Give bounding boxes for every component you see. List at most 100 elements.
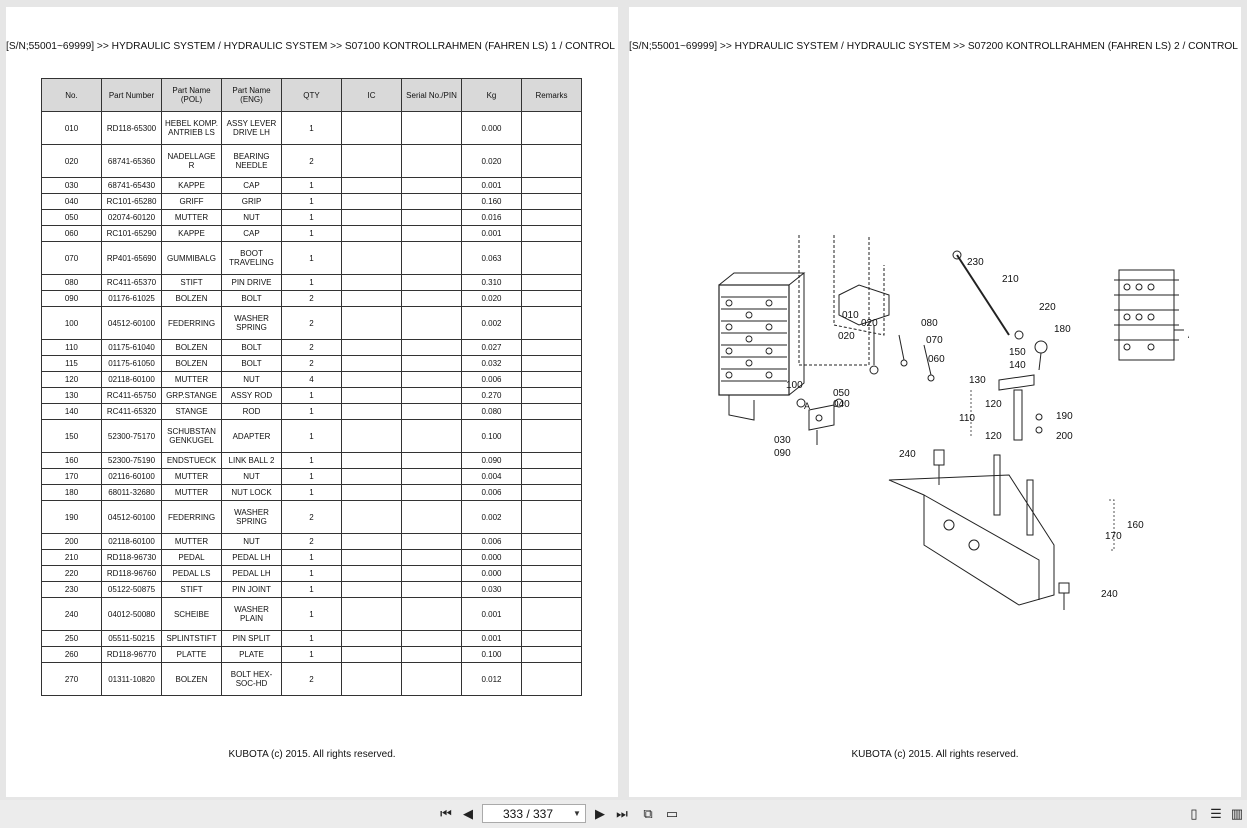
table-cell-no: 115 <box>41 355 102 372</box>
table-cell-no: 120 <box>41 371 102 388</box>
table-cell-no: 040 <box>41 193 102 210</box>
table-cell-serial <box>401 387 462 404</box>
table-cell-ic <box>341 290 402 307</box>
table-cell-kg: 0.080 <box>461 403 522 420</box>
diagram-callout: 050 <box>833 388 850 399</box>
table-cell-kg: 0.004 <box>461 468 522 485</box>
table-cell-qty: 1 <box>281 419 342 453</box>
table-cell-pol: BOLZEN <box>161 339 222 356</box>
table-cell-pol: KAPPE <box>161 225 222 242</box>
table-cell-pol: FEDERRING <box>161 500 222 534</box>
table-cell-kg: 0.310 <box>461 274 522 291</box>
table-cell-pn: 04012-50080 <box>101 597 162 631</box>
table-cell-ic <box>341 452 402 469</box>
single-page-icon[interactable]: ▯ <box>1190 806 1198 821</box>
footer-copyright-right: KUBOTA (c) 2015. All rights reserved. <box>851 749 1019 760</box>
continuous-page-icon[interactable]: ☰ <box>1210 806 1222 821</box>
table-cell-remarks <box>521 630 582 647</box>
fit-page-icon[interactable]: ⧉ <box>643 806 653 821</box>
table-cell-remarks <box>521 177 582 194</box>
prev-page-icon[interactable]: ◀ <box>463 806 473 821</box>
table-cell-qty: 1 <box>281 111 342 145</box>
table-cell-pol: ENDSTUECK <box>161 452 222 469</box>
table-cell-remarks <box>521 581 582 598</box>
column-header: QTY <box>281 78 342 112</box>
table-cell-kg: 0.030 <box>461 581 522 598</box>
diagram-callout: 150 <box>1009 347 1026 358</box>
table-cell-eng: NUT LOCK <box>221 484 282 501</box>
table-cell-remarks <box>521 484 582 501</box>
table-cell-serial <box>401 419 462 453</box>
table-cell-ic <box>341 597 402 631</box>
diagram-callout: 090 <box>774 448 791 459</box>
table-cell-no: 170 <box>41 468 102 485</box>
diagram-callout: 240 <box>1101 589 1118 600</box>
table-cell-pn: 04512-60100 <box>101 306 162 340</box>
table-cell-no: 160 <box>41 452 102 469</box>
table-cell-eng: BOLT <box>221 355 282 372</box>
table-cell-pn: RC101-65280 <box>101 193 162 210</box>
table-cell-serial <box>401 403 462 420</box>
table-cell-no: 060 <box>41 225 102 242</box>
table-cell-no: 150 <box>41 419 102 453</box>
table-cell-pn: RD118-96770 <box>101 646 162 663</box>
table-cell-pol: MUTTER <box>161 371 222 388</box>
diagram-callout: 120 <box>985 399 1002 410</box>
table-cell-qty: 1 <box>281 468 342 485</box>
table-cell-ic <box>341 533 402 550</box>
table-cell-ic <box>341 387 402 404</box>
first-page-icon[interactable]: ⏮ <box>440 806 452 821</box>
table-cell-eng: BOOT TRAVELING <box>221 241 282 275</box>
table-cell-ic <box>341 662 402 696</box>
last-page-icon[interactable]: ⏭ <box>616 806 628 821</box>
table-cell-pol: MUTTER <box>161 209 222 226</box>
table-cell-ic <box>341 549 402 566</box>
table-cell-pn: 68741-65430 <box>101 177 162 194</box>
table-cell-kg: 0.016 <box>461 209 522 226</box>
page-selector[interactable]: 333 / 337 ▼ <box>482 804 586 823</box>
table-cell-pol: NADELLAGE R <box>161 144 222 178</box>
table-cell-pn: RC411-65370 <box>101 274 162 291</box>
table-cell-ic <box>341 144 402 178</box>
breadcrumb-right: [S/N;55001~69999] >> HYDRAULIC SYSTEM / … <box>629 41 1238 52</box>
table-cell-serial <box>401 177 462 194</box>
next-page-icon[interactable]: ▶ <box>595 806 605 821</box>
table-cell-pol: BOLZEN <box>161 290 222 307</box>
table-cell-pn: 68011-32680 <box>101 484 162 501</box>
table-cell-no: 050 <box>41 209 102 226</box>
diagram-callout: 030 <box>774 435 791 446</box>
table-cell-eng: PIN SPLIT <box>221 630 282 647</box>
table-cell-no: 110 <box>41 339 102 356</box>
table-cell-qty: 1 <box>281 241 342 275</box>
table-cell-remarks <box>521 225 582 242</box>
table-cell-ic <box>341 306 402 340</box>
table-cell-eng: BOLT HEX-SOC-HD <box>221 662 282 696</box>
table-cell-no: 270 <box>41 662 102 696</box>
table-cell-serial <box>401 241 462 275</box>
table-cell-ic <box>341 403 402 420</box>
table-cell-no: 190 <box>41 500 102 534</box>
table-cell-eng: ASSY LEVER DRIVE LH <box>221 111 282 145</box>
table-cell-qty: 2 <box>281 290 342 307</box>
fit-width-icon[interactable]: ▭ <box>665 806 679 821</box>
control-valve-drawing <box>718 272 806 421</box>
diagram-callout: A <box>804 401 810 411</box>
diagram-callout: 220 <box>1039 302 1056 313</box>
table-cell-remarks <box>521 468 582 485</box>
table-cell-qty: 1 <box>281 581 342 598</box>
table-cell-eng: NUT <box>221 533 282 550</box>
two-page-icon[interactable]: ▥ <box>1230 806 1244 821</box>
table-cell-ic <box>341 565 402 582</box>
table-cell-remarks <box>521 533 582 550</box>
diagram-callout: 230 <box>967 257 984 268</box>
table-cell-ic <box>341 177 402 194</box>
table-cell-no: 260 <box>41 646 102 663</box>
table-cell-kg: 0.000 <box>461 565 522 582</box>
table-cell-eng: CAP <box>221 225 282 242</box>
